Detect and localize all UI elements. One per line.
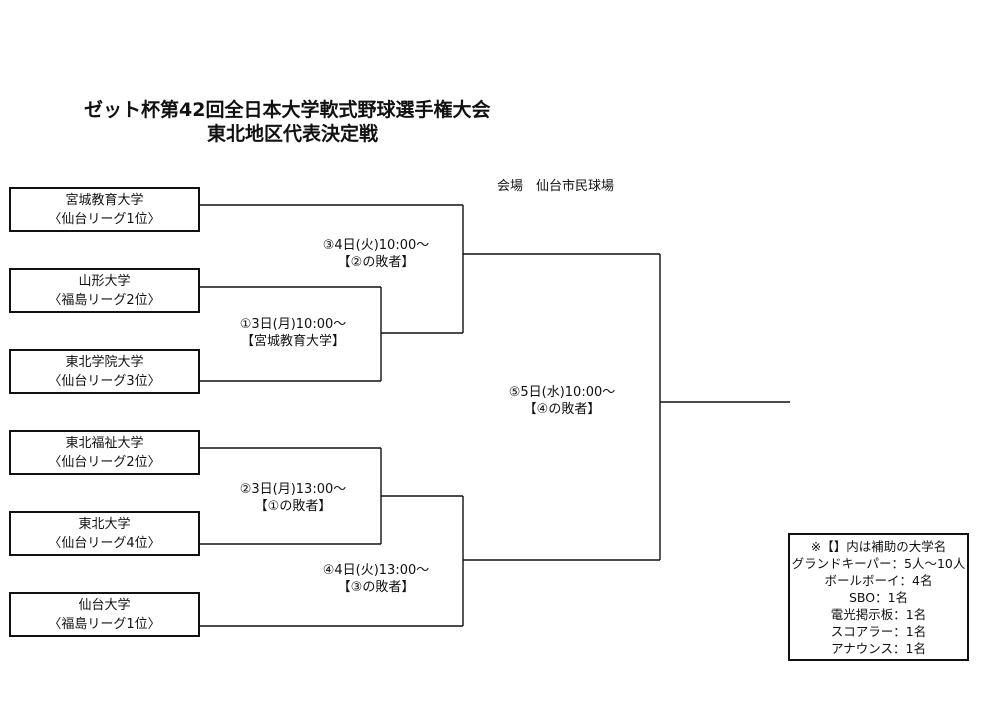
match-label-1: ①3日(月)10:00～ 【宮城教育大学】 — [213, 316, 373, 350]
match-schedule: ①3日(月)10:00～ — [239, 317, 347, 332]
team-box: 東北大学 〈仙台リーグ4位〉 — [9, 511, 200, 556]
team-league: 〈福島リーグ1位〉 — [48, 616, 161, 632]
team-box: 仙台大学 〈福島リーグ1位〉 — [9, 592, 200, 637]
match-label-4: ④4日(火)13:00～ 【③の敗者】 — [296, 562, 456, 596]
notes-line: スコアラー：1名 — [830, 623, 927, 639]
team-name: 仙台大学 — [78, 597, 131, 613]
team-box: 宮城教育大学 〈仙台リーグ1位〉 — [9, 187, 200, 232]
team-name: 東北大学 — [78, 516, 131, 532]
match-umpire: 【宮城教育大学】 — [240, 334, 345, 349]
tournament-subtitle: 東北地区代表決定戦 — [207, 123, 379, 145]
venue-label: 会場 仙台市民球場 — [497, 179, 615, 194]
match-umpire: 【②の敗者】 — [337, 255, 415, 270]
match-label-5: ⑤5日(水)10:00～ 【④の敗者】 — [482, 384, 642, 418]
team-league: 〈福島リーグ2位〉 — [48, 292, 161, 308]
notes-line: 電光掲示板：1名 — [830, 606, 927, 622]
match-label-3: ③4日(火)10:00～ 【②の敗者】 — [296, 237, 456, 271]
team-league: 〈仙台リーグ2位〉 — [48, 454, 161, 470]
team-box: 東北福祉大学 〈仙台リーグ2位〉 — [9, 430, 200, 475]
team-league: 〈仙台リーグ3位〉 — [48, 373, 161, 389]
tournament-title: ゼット杯第42回全日本大学軟式野球選手権大会 — [84, 99, 491, 121]
match-schedule: ②3日(月)13:00～ — [239, 482, 347, 497]
team-box: 山形大学 〈福島リーグ2位〉 — [9, 268, 200, 313]
team-name: 山形大学 — [78, 273, 131, 289]
team-name: 宮城教育大学 — [65, 192, 144, 208]
team-league: 〈仙台リーグ4位〉 — [48, 535, 161, 551]
notes-line: ※【】内は補助の大学名 — [810, 538, 947, 554]
notes-line: ボールボーイ：4名 — [824, 572, 933, 588]
notes-line: アナウンス：1名 — [831, 640, 926, 656]
notes-line: SBO：1名 — [848, 589, 909, 605]
match-schedule: ⑤5日(水)10:00～ — [508, 385, 616, 400]
team-name: 東北福祉大学 — [65, 435, 144, 451]
match-schedule: ③4日(火)10:00～ — [322, 238, 430, 253]
notes-box: ※【】内は補助の大学名 グランドキーパー：5人～10人 ボールボーイ：4名 SB… — [788, 533, 969, 661]
team-league: 〈仙台リーグ1位〉 — [48, 211, 161, 227]
team-name: 東北学院大学 — [65, 354, 144, 370]
match-schedule: ④4日(火)13:00～ — [322, 563, 430, 578]
match-umpire: 【①の敗者】 — [254, 499, 332, 514]
team-box: 東北学院大学 〈仙台リーグ3位〉 — [9, 349, 200, 394]
match-umpire: 【③の敗者】 — [337, 580, 415, 595]
notes-line: グランドキーパー：5人～10人 — [791, 555, 966, 571]
match-umpire: 【④の敗者】 — [523, 402, 601, 417]
match-label-2: ②3日(月)13:00～ 【①の敗者】 — [213, 481, 373, 515]
